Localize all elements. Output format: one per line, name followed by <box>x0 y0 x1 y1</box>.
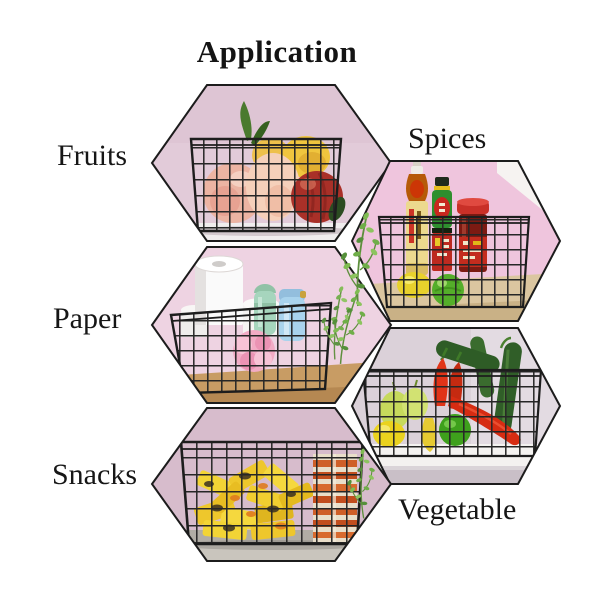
wire-basket <box>189 137 343 233</box>
hexagon-photo-paper <box>150 246 393 404</box>
hexagon-outline <box>150 246 393 404</box>
wire-basket <box>377 215 531 309</box>
label-fruits: Fruits <box>57 139 128 172</box>
label-spices: Spices <box>408 122 487 155</box>
leaf <box>240 101 252 141</box>
page-title: Application <box>196 34 358 69</box>
hexagon-outline <box>350 160 562 322</box>
hexagon-photo-spices <box>350 160 562 322</box>
label-paper: Paper <box>53 302 122 335</box>
label-vegetable: Vegetable <box>398 493 517 526</box>
hexagon-photo-snacks <box>150 407 393 562</box>
plant-sprig <box>324 284 371 368</box>
label-snacks: Snacks <box>52 458 137 491</box>
hexagon-outline <box>150 407 393 562</box>
hexagon-photo-fruits <box>150 84 393 242</box>
wire-basket <box>169 301 333 395</box>
hexagon-photo-vegetable <box>350 327 562 485</box>
wire-basket <box>179 440 365 546</box>
cucumber <box>436 340 500 373</box>
plant-sprig <box>342 446 382 521</box>
